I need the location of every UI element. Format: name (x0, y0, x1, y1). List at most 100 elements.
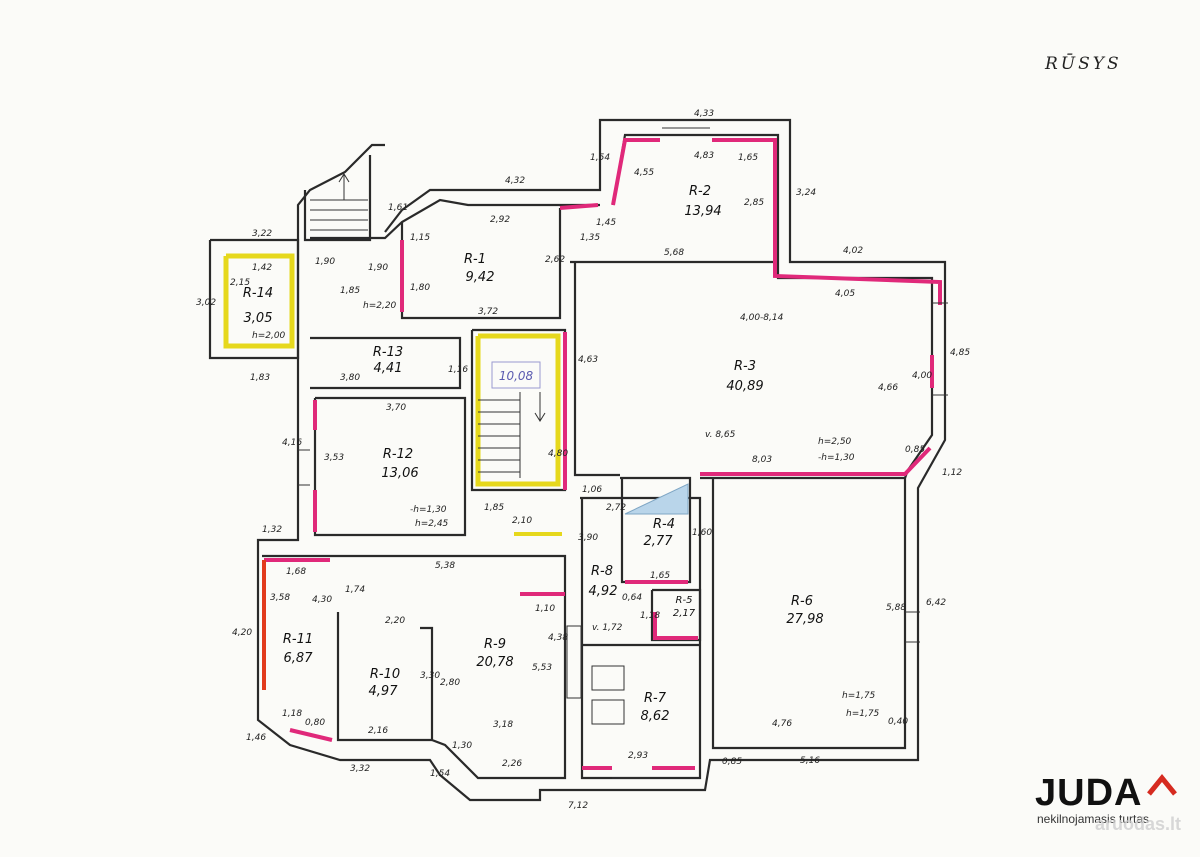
room-id-r7: R-7 (644, 691, 667, 706)
r14-box (208, 238, 300, 360)
r10-box (336, 612, 432, 742)
room-id-r10: R-10 (370, 667, 400, 682)
stair-area-box (491, 361, 541, 389)
dimension-label: 4,55 (634, 168, 654, 178)
pink-wall-r2c (559, 203, 599, 210)
stairs (310, 173, 546, 478)
dimension-label: 4,30 (312, 595, 332, 605)
dimension-label: h=2,00 (252, 331, 286, 341)
logo-subtitle: nekilnojamasis turtas (1037, 812, 1150, 826)
dimension-label: 1,10 (535, 604, 555, 614)
dimension-label: 4,00 (912, 371, 932, 381)
room-id-r12: R-12 (383, 447, 413, 462)
room-id-r11: R-11 (283, 632, 313, 647)
pink-wall-r5 (653, 612, 698, 640)
dimension-label: 1,15 (410, 233, 430, 243)
stair-box (470, 328, 567, 492)
dimension-label: 0,80 (305, 718, 325, 728)
room-area-r5: 2,17 (673, 608, 696, 619)
dimension-label: 1,16 (448, 365, 468, 375)
dimension-label: 2,15 (230, 278, 250, 288)
dimension-label: 3,30 (420, 671, 440, 681)
room-id-r1: R-1 (464, 252, 486, 267)
room-id-r8: R-8 (591, 564, 613, 579)
r4-blue-fill (624, 483, 689, 515)
dimension-label: 4,76 (772, 719, 792, 729)
dimension-label: 2,62 (545, 255, 565, 265)
dimension-label: 3,18 (493, 720, 513, 730)
dimension-label: 4,83 (694, 151, 714, 161)
room-id-r5: R-5 (676, 595, 693, 606)
stair-arrow-head (534, 412, 546, 422)
r5-box (650, 588, 702, 642)
dimension-label: h=2,45 (415, 519, 449, 529)
dimension-label: v. 1,72 (592, 623, 623, 633)
stair-arrow-head (338, 173, 350, 183)
dimension-label: 5,38 (435, 561, 455, 571)
dimension-label: 4,80 (548, 449, 568, 459)
dimension-label: 7,12 (568, 801, 588, 811)
dimension-label: 1,32 (262, 525, 282, 535)
dimension-label: 4,33 (694, 109, 714, 119)
dimension-label: 1,42 (252, 263, 272, 273)
room-id-r6: R-6 (791, 594, 813, 609)
dimension-label: 4,38 (548, 633, 568, 643)
dimension-label: 1,61 (388, 203, 408, 213)
inner-wall-north (310, 198, 600, 240)
radiator-icon (566, 625, 582, 699)
dimension-label: 3,72 (478, 307, 498, 317)
dimension-label: 1,83 (250, 373, 270, 383)
r3-inner (573, 262, 620, 477)
walls (208, 118, 947, 802)
dimension-label: -h=1,30 (818, 453, 855, 463)
dimension-label: 4,20 (232, 628, 252, 638)
dimension-label: 1,30 (452, 741, 472, 751)
dimension-label: 3,24 (796, 188, 816, 198)
room-area-r7: 8,62 (641, 709, 670, 724)
dimension-label: 0,64 (622, 593, 642, 603)
dimension-label: 3,58 (270, 593, 290, 603)
r13-r12 (310, 336, 462, 390)
outer-wall-top-left (296, 143, 385, 232)
dimension-label: 4,85 (950, 348, 970, 358)
dimension-label: 5,88 (886, 603, 906, 613)
dimension-label: 1,90 (315, 257, 335, 267)
r9-box (262, 554, 567, 780)
dimension-label: 2,80 (440, 678, 460, 688)
room-area-r3: 40,89 (726, 379, 763, 394)
boiler-icon (591, 665, 625, 691)
pink-wall-r3 (700, 446, 932, 476)
page-title: RŪSYS (1045, 54, 1122, 74)
room-area-r1: 9,42 (466, 270, 495, 285)
dimension-label: 1,54 (430, 769, 450, 779)
dimension-label: 1,60 (692, 528, 712, 538)
yellow-wall-stair (475, 333, 561, 487)
dimension-label: 2,20 (385, 616, 405, 626)
watermark: aruodas.lt (1095, 814, 1182, 834)
dimension-label: 1,46 (246, 733, 266, 743)
dimension-label: 3,02 (196, 298, 216, 308)
dimension-label: 2,72 (606, 503, 626, 513)
room-labels: R-1 9,42 R-2 13,94 R-3 40,89 R-4 2,77 R-… (243, 184, 824, 724)
dimension-label: 1,85 (340, 286, 360, 296)
dimension-label: 4,02 (843, 246, 863, 256)
dimension-label: 1,45 (596, 218, 616, 228)
dimension-label: 2,26 (502, 759, 522, 769)
room-id-r4: R-4 (653, 517, 675, 532)
yellow-wall-r14 (223, 253, 295, 349)
logo-word: JUDA (1035, 772, 1143, 814)
dimension-label: 3,90 (578, 533, 598, 543)
room-area-r14: 3,05 (244, 311, 273, 326)
room-id-r9: R-9 (484, 637, 506, 652)
dimension-label: h=2,20 (363, 301, 397, 311)
room-area-r6: 27,98 (786, 612, 823, 627)
dimension-label: 4,66 (878, 383, 898, 393)
dimension-labels: 4,33 4,83 1,65 1,54 4,55 3,24 2,85 1,45 … (196, 109, 970, 811)
juda-logo: JUDA nekilnojamasis turtas aruodas.lt (1035, 772, 1185, 852)
room-area-r2: 13,94 (684, 204, 721, 219)
dimension-label: 2,92 (490, 215, 510, 225)
stair-area-label: 10,08 (499, 369, 534, 383)
highlight-walls (223, 138, 942, 770)
inner-wall-north2 (611, 133, 934, 479)
